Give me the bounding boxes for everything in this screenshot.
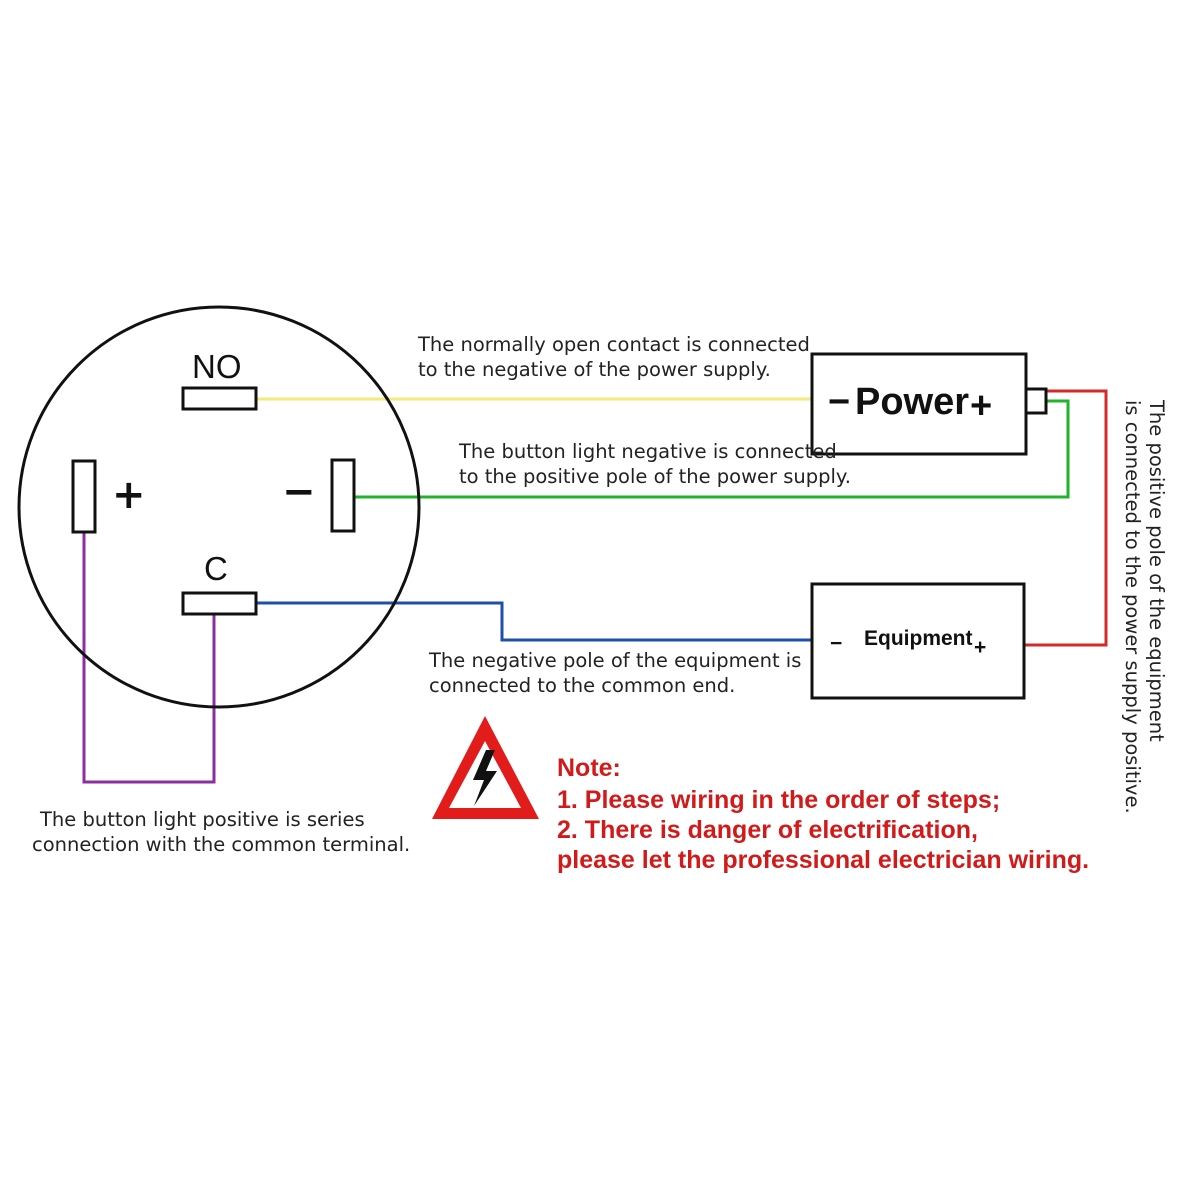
annotation-vertical-line1: The positive pole of the equipment <box>1145 399 1168 742</box>
note-line3: please let the professional electrician … <box>557 846 1089 874</box>
wires <box>82 389 1108 784</box>
annotation-light-neg-line1: The button light negative is connected <box>458 440 837 463</box>
terminal-common <box>181 591 258 616</box>
annotation-light-neg-line2: to the positive pole of the power supply… <box>459 465 851 488</box>
annotation-light-pos-line2: connection with the common terminal. <box>32 833 410 856</box>
note-block: Note: 1. Please wiring in the order of s… <box>557 754 1089 874</box>
wire-common-blue <box>257 601 812 642</box>
annotation-no-line1: The normally open contact is connected <box>417 333 810 356</box>
wire-light-negative-green <box>354 399 1070 499</box>
high-voltage-warning-icon <box>432 716 539 819</box>
switch-circle <box>17 305 421 709</box>
annotation-equip-neg-line1: The negative pole of the equipment is <box>428 649 801 672</box>
power-plus: + <box>970 385 992 427</box>
note-line1: 1. Please wiring in the order of steps; <box>557 786 1000 814</box>
power-supply-box: − Power + <box>810 352 1048 456</box>
switch-diagram: NO + − C <box>17 305 421 709</box>
equipment-box-frame <box>810 582 1026 700</box>
note-line2: 2. There is danger of electrification, <box>557 816 978 844</box>
power-box-connector <box>1024 387 1048 415</box>
annotation-equip-neg-line2: connected to the common end. <box>429 674 735 697</box>
equipment-minus: − <box>830 632 842 655</box>
wire-light-positive-purple <box>82 532 216 784</box>
equipment-box: − Equipment + <box>810 582 1026 700</box>
wire-positive-red <box>1024 389 1108 647</box>
annotation-light-pos-line1: The button light positive is series <box>39 808 365 831</box>
terminal-no <box>181 386 258 411</box>
power-minus: − <box>828 381 850 423</box>
lightning-bolt-icon <box>473 750 497 806</box>
terminal-no-label: NO <box>192 348 242 385</box>
terminal-common-label: C <box>204 550 228 587</box>
equipment-label: Equipment <box>864 627 973 650</box>
annotations: The normally open contact is connected t… <box>32 333 1168 856</box>
annotation-vertical: The positive pole of the equipment is co… <box>1121 399 1168 814</box>
terminal-minus-label: − <box>282 469 316 515</box>
note-title: Note: <box>557 754 621 782</box>
annotation-no-line2: to the negative of the power supply. <box>418 358 771 381</box>
power-box-frame <box>810 352 1028 456</box>
terminal-plus-label: + <box>112 472 146 518</box>
power-label: Power <box>855 381 969 423</box>
equipment-plus: + <box>974 636 986 659</box>
annotation-vertical-line2: is connected to the power supply positiv… <box>1121 400 1144 814</box>
terminal-plus <box>71 459 97 534</box>
terminal-minus <box>330 458 356 533</box>
